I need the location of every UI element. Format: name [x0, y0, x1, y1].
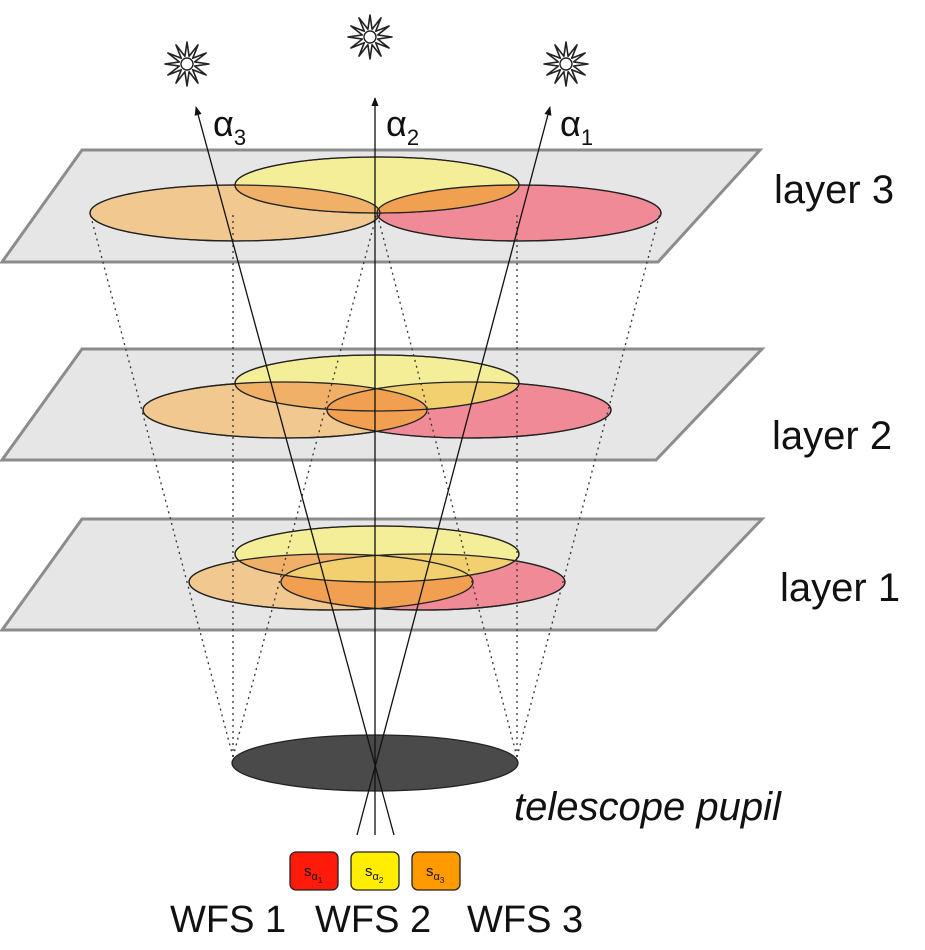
- layer-1-label: layer 1: [780, 566, 900, 610]
- pupil-label: telescope pupil: [514, 785, 782, 829]
- wfs3-box: [411, 851, 461, 891]
- layer-2-group: layer 2: [0, 347, 892, 462]
- wfs2-symbol: sα2: [365, 863, 384, 885]
- wfs2-box: [350, 851, 400, 891]
- wfs1-box: [289, 851, 339, 891]
- layer-1-group: layer 1: [0, 517, 900, 632]
- ray-alpha3: [194, 106, 395, 836]
- star-2-icon: [347, 14, 393, 60]
- line-of-sight-rays: [194, 97, 552, 836]
- ray-alpha1: [356, 106, 552, 836]
- star-3-icon: [164, 41, 210, 87]
- wfs3-symbol: sα3: [426, 863, 445, 885]
- alpha3-label: α3: [213, 103, 246, 150]
- layer-2-label: layer 2: [772, 414, 892, 458]
- alpha1-label: α1: [560, 103, 593, 150]
- layer-3-label: layer 3: [774, 168, 894, 212]
- wfs2-caption: WFS 2: [315, 899, 431, 941]
- alpha2-label: α2: [386, 103, 419, 150]
- wfs3-caption: WFS 3: [467, 899, 583, 941]
- layer-3-group: layer 3: [0, 148, 894, 264]
- projection-cone-lines: [89, 212, 661, 758]
- wfs1-symbol: sα1: [304, 863, 323, 885]
- star-1-icon: [543, 41, 589, 87]
- wavefront-sensors: sα1 sα2 sα3 WFS 1 WFS 2 WFS 3: [170, 851, 583, 941]
- wfs1-caption: WFS 1: [170, 899, 286, 941]
- guide-stars: [164, 14, 589, 87]
